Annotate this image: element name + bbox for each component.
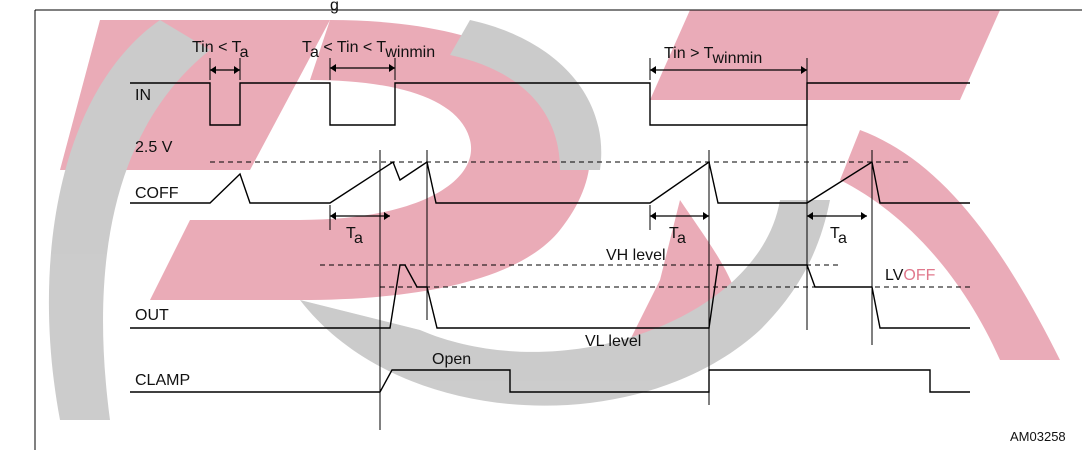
signal-label-clamp: CLAMP xyxy=(135,372,190,389)
watermark-logo xyxy=(48,10,1060,420)
ta-marker-1: Ta xyxy=(329,205,390,247)
lvoff-level-label: LVOFF xyxy=(885,267,936,284)
signal-label-in: IN xyxy=(135,87,151,104)
vl-level-label: VL level xyxy=(585,333,641,350)
signal-in-waveform xyxy=(130,82,970,126)
clamp-open-label: Open xyxy=(432,351,471,368)
watermark-grey-arc-bottom xyxy=(300,200,830,406)
interval-tin-lt-ta: Tin < Ta xyxy=(192,39,249,80)
ta2-arrowheads xyxy=(650,212,709,220)
ta2-label: Ta xyxy=(669,225,686,247)
interval2-label: Ta < Tin < Twinmin xyxy=(302,39,435,61)
ta3-arrowheads xyxy=(807,212,867,220)
header-title-fragment: g xyxy=(330,0,339,14)
interval3-label: Tin > Twinmin xyxy=(664,45,762,67)
watermark-red-band-right xyxy=(650,10,1000,100)
ta-marker-3: Ta xyxy=(806,205,867,247)
watermark-red-curve xyxy=(150,20,591,300)
interval1-label: Tin < Ta xyxy=(192,39,249,61)
vh-level-label: VH level xyxy=(606,247,666,264)
watermark-red-tail xyxy=(840,130,1060,360)
ta1-arrowheads xyxy=(330,212,390,220)
interval-tin-gt-twinmin: Tin > Twinmin xyxy=(649,45,808,80)
ta-marker-2: Ta xyxy=(649,205,709,247)
ta1-label: Ta xyxy=(346,225,363,247)
signal-out-waveform xyxy=(130,264,970,329)
signal-clamp-waveform xyxy=(130,369,970,393)
watermark-grey-arc-left xyxy=(48,20,211,420)
interval1-arrowheads xyxy=(210,66,240,74)
signal-label-out: OUT xyxy=(135,307,169,324)
signal-label-coff: COFF xyxy=(135,185,179,202)
ta3-label: Ta xyxy=(830,225,847,247)
signal-coff-waveform xyxy=(130,160,970,204)
watermark-grey-arc-top xyxy=(450,20,602,170)
figure-id-label: AM03258 xyxy=(1010,429,1066,444)
threshold-label: 2.5 V xyxy=(135,139,173,156)
interval-ta-lt-tin-lt-twinmin: Ta < Tin < Twinmin xyxy=(302,39,435,80)
